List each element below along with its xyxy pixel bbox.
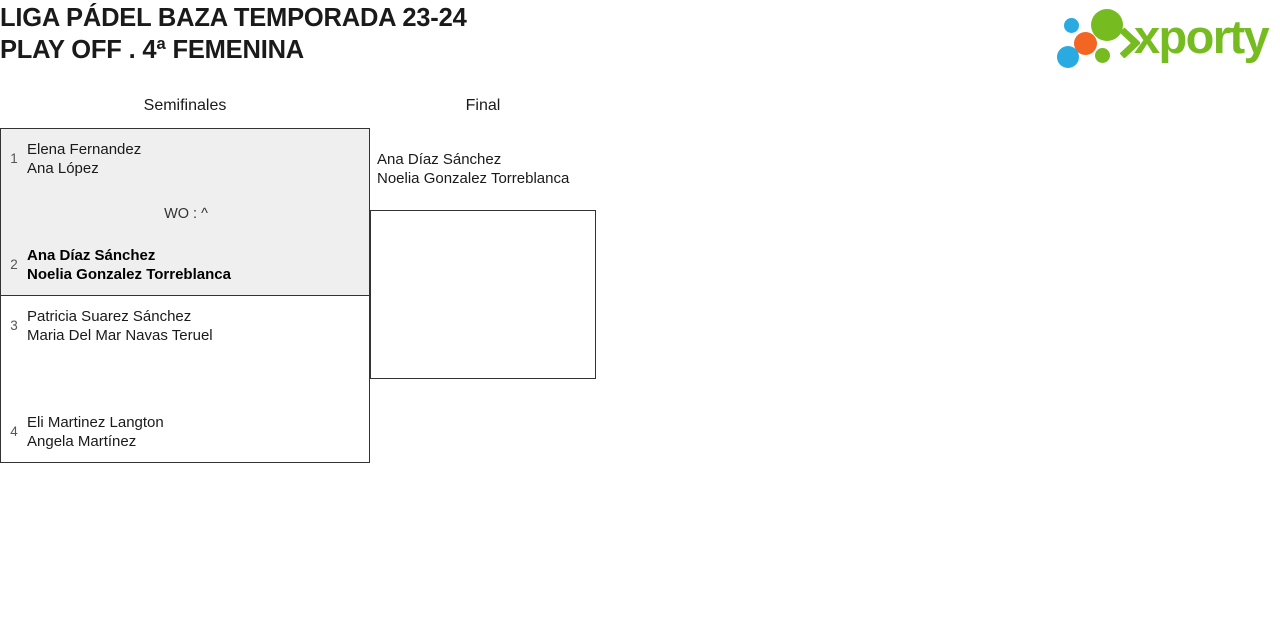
- logo-dot-green-small-icon: [1095, 48, 1110, 63]
- team-seed: 1: [10, 151, 18, 166]
- player-name: Maria Del Mar Navas Teruel: [27, 327, 213, 344]
- page-title-line-2: PLAY OFF . 4ª FEMENINA: [0, 36, 305, 64]
- final-qualified-team: Ana Díaz Sánchez Noelia Gonzalez Torrebl…: [377, 150, 569, 188]
- logo-dot-orange-icon: [1074, 32, 1097, 55]
- logo-chevron-right-icon: [1119, 27, 1142, 59]
- xporty-logo[interactable]: xporty: [1046, 6, 1274, 68]
- page-header: LIGA PÁDEL BAZA TEMPORADA 23-24 PLAY OFF…: [0, 0, 1280, 80]
- match-semifinal-2[interactable]: 3 Patricia Suarez Sánchez Maria Del Mar …: [0, 295, 370, 463]
- player-name: Eli Martinez Langton: [27, 414, 164, 431]
- team-players: Elena Fernandez Ana López: [27, 140, 141, 178]
- team-players: Ana Díaz Sánchez Noelia Gonzalez Torrebl…: [27, 246, 231, 284]
- team-seed: 4: [10, 424, 18, 439]
- logo-dot-blue-large-icon: [1057, 46, 1079, 68]
- player-name: Noelia Gonzalez Torreblanca: [377, 170, 570, 187]
- match-team-row[interactable]: 1 Elena Fernandez Ana López: [1, 140, 361, 178]
- logo-wordmark: xporty: [1134, 10, 1270, 63]
- logo-dot-blue-small-icon: [1064, 18, 1079, 33]
- player-name: Ana Díaz Sánchez: [27, 247, 156, 264]
- page-title-line-1: LIGA PÁDEL BAZA TEMPORADA 23-24: [0, 4, 467, 32]
- logo-dot-green-large-icon: [1091, 9, 1123, 41]
- match-team-row[interactable]: 4 Eli Martinez Langton Angela Martínez: [1, 413, 361, 451]
- match-team-row[interactable]: 3 Patricia Suarez Sánchez Maria Del Mar …: [1, 307, 361, 345]
- tournament-bracket: Semifinales Final 1 Elena Fernandez Ana …: [0, 92, 1280, 628]
- team-seed: 2: [10, 257, 18, 272]
- logo-dots-icon: [1052, 8, 1124, 68]
- page-title: LIGA PÁDEL BAZA TEMPORADA 23-24 PLAY OFF…: [0, 2, 467, 66]
- match-final[interactable]: [370, 210, 596, 379]
- round-header-final: Final: [465, 97, 501, 114]
- team-seed: 3: [10, 318, 18, 333]
- player-name: Patricia Suarez Sánchez: [27, 308, 192, 325]
- match-score: WO : ^: [164, 206, 208, 222]
- match-semifinal-1[interactable]: 1 Elena Fernandez Ana López WO : ^ 2 Ana…: [0, 128, 370, 296]
- match-team-row[interactable]: 2 Ana Díaz Sánchez Noelia Gonzalez Torre…: [1, 246, 361, 284]
- player-name: Ana Díaz Sánchez: [377, 151, 502, 168]
- team-players: Eli Martinez Langton Angela Martínez: [27, 413, 164, 451]
- player-name: Elena Fernandez: [27, 141, 142, 158]
- team-players: Patricia Suarez Sánchez Maria Del Mar Na…: [27, 307, 213, 345]
- round-header-semifinales: Semifinales: [143, 97, 227, 114]
- player-name: Angela Martínez: [27, 433, 137, 450]
- player-name: Noelia Gonzalez Torreblanca: [27, 266, 231, 283]
- player-name: Ana López: [27, 160, 99, 177]
